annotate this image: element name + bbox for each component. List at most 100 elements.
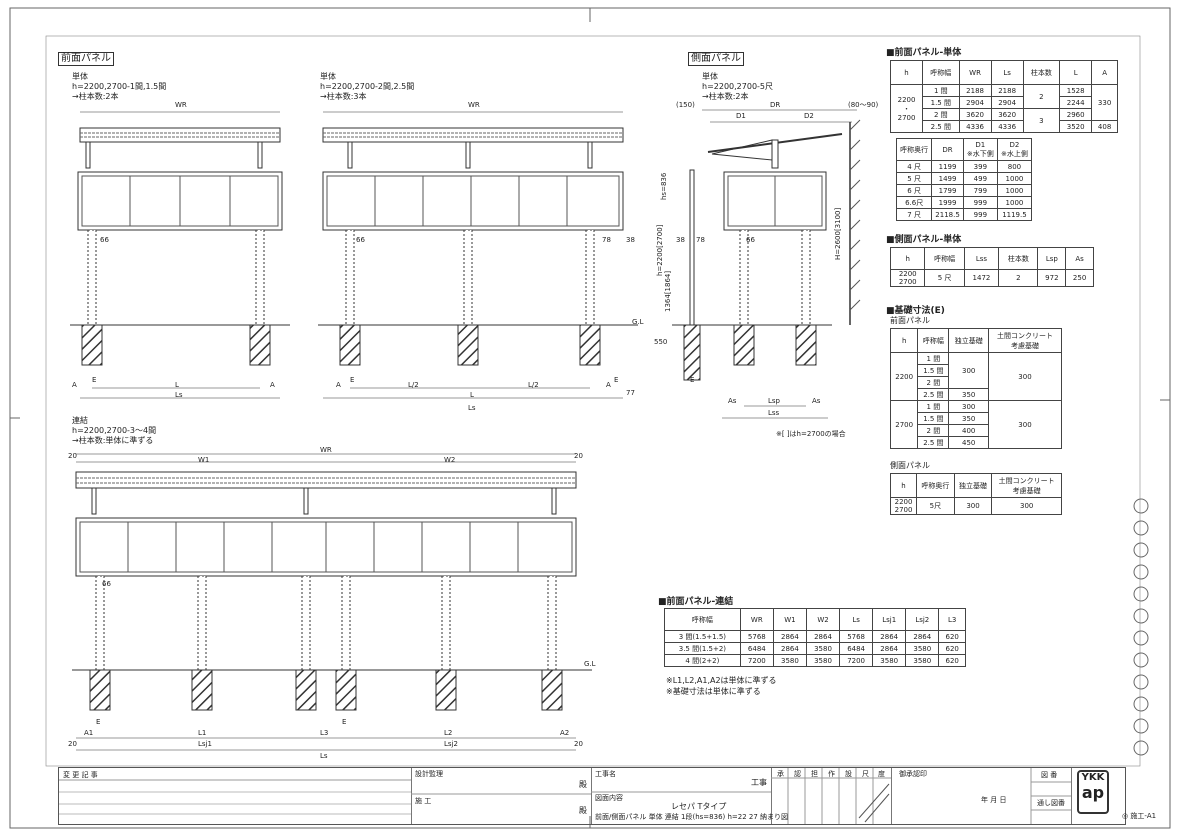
th-soil-a: 土間コンクリート [998,476,1055,485]
front-single-a-height: h=2200,2700-1間,1.5間 [72,82,167,91]
page-label: 通し図番 [1037,799,1065,807]
table-cell: 620 [938,630,966,643]
th-width: 呼称幅 [922,60,960,85]
table-cell: 300 [987,400,1063,449]
dim-wr-b: WR [468,101,480,109]
dim-gl-linked: G.L [584,660,596,668]
dim-lss: Lss [768,409,780,417]
project-suffix: 工事 [751,778,767,787]
table-cell: 300 [948,352,989,389]
dim-gl-b: G.L [632,318,644,326]
change-log-label: 変 更 記 事 [63,771,98,779]
th-posts: 柱本数 [998,247,1039,270]
dim-66-side: 66 [746,236,755,244]
table-cell: 1.5 間 [917,364,950,377]
table-cell: 1000 [996,172,1033,185]
dim-l-a: L [175,381,179,389]
front-linked-posts: →柱本数:単体に準ずる [72,436,154,445]
dim-wr-a: WR [175,101,187,109]
dim-77-b: 77 [626,389,635,397]
th-h: h [889,60,924,85]
dim-h-2600: H=2600[3100] [834,207,842,260]
front-linked-drawing [72,453,592,751]
dim-h-2200: h=2200[2700] [656,224,664,276]
table-cell: 7200 [739,654,774,667]
table-cell: 2 間 [917,376,950,389]
table-cell: 620 [938,654,966,667]
th-d1-note: ※水下側 [966,149,994,158]
dim-l-b: L [470,391,474,399]
table-cell: 5768 [839,630,874,643]
construction-label: 施 工 [415,797,432,805]
dim-e-side: E [690,376,695,384]
cell-h: 2200・2700 [889,84,924,133]
dim-lsj1: Lsj1 [198,740,212,748]
dim-a2: A2 [560,729,570,737]
table-cell: 1000 [996,184,1033,197]
table-cell: 7200 [839,654,874,667]
th-wr: WR [739,608,774,631]
cell-h-dot: ・ [903,104,911,113]
table-cell: 2864 [905,630,940,643]
table-cell: 2188 [990,84,1024,97]
th-l3: L3 [938,608,966,631]
dim-l3: L3 [320,729,329,737]
side-note-2700: ※[ ]はh=2700の場合 [776,430,846,438]
dim-550: 550 [654,338,668,346]
th-soil-a: 土間コンクリート [996,331,1053,340]
table-cell: 3 [1022,108,1061,133]
dono-1: 殿 [579,780,587,789]
stamp-label: 設 [845,770,852,778]
title-block: 変 更 記 事 設計監理 殿 施 工 殿 工事名 工事 図面内容 レセパ Tタイ… [58,767,1126,825]
th-d1: D1※水下側 [962,138,998,161]
cell-h-2700: 2700 [898,278,917,286]
table-cell: 5 尺 [895,172,933,185]
table-cell: 1472 [963,269,1000,287]
table-cell: 300 [991,497,1062,515]
change-log-cell: 変 更 記 事 [59,768,412,824]
table-cell: 1499 [931,172,964,185]
dim-d1: D1 [736,112,746,120]
dim-d2: D2 [804,112,814,120]
dim-l2-b-1: L/2 [408,381,419,389]
table-cell: 2700 [889,400,919,449]
table-cell: 408 [1091,120,1118,133]
table-cell: 1000 [996,196,1033,209]
dim-a-b-left: A [336,381,341,389]
table-cell: 450 [948,436,989,449]
table-cell: 3580 [805,642,841,655]
table-cell: 2244 [1059,96,1093,109]
dim-80-90: (80～90) [848,101,879,109]
table-cell: 7 尺 [895,208,933,221]
dim-38-b: 38 [626,236,635,244]
logo-text-ap: ap [1081,783,1105,802]
table-cell: 800 [996,160,1033,173]
table-cell: 2904 [958,96,992,109]
table-cell: 6484 [839,642,874,655]
dim-66-b: 66 [356,236,365,244]
dim-e-linked-2: E [342,718,347,726]
dim-20-linked-br: 20 [574,740,583,748]
table-front-single-title: ■前面パネル-単体 [886,48,962,58]
side-single-drawing [672,109,861,419]
cell-h-2700: 2700 [897,113,916,122]
table-front-linked: 呼称幅 WR W1 W2 Ls Lsj1 Lsj2 L3 3 間(1.5+1.5… [664,608,966,667]
table-cell: 5尺 [916,497,955,515]
table-cell: 399 [962,160,998,173]
table-cell: 2904 [990,96,1024,109]
table-cell: 799 [962,184,998,197]
th-a: A [1091,60,1118,85]
table-cell: 3580 [905,654,940,667]
th-width: 呼称幅 [917,328,950,353]
stamp-label: 度 [878,770,885,778]
table-foundation-title: ■基礎寸法(E) [886,306,945,316]
cell-h-2200: 2200 [894,498,913,506]
table-cell: 2 間 [917,424,950,437]
front-single-b-height: h=2200,2700-2間,2.5間 [320,82,415,91]
approval-cell: 御承認印 年 月 日 図 番 通し図番 [891,768,1072,824]
table-cell: 1999 [931,196,964,209]
front-linked-height: h=2200,2700-3～4間 [72,426,157,435]
table-cell: 3 間(1.5+1.5) [664,630,741,643]
th-as: As [1065,247,1094,270]
approval-label: 御承認印 [899,770,927,778]
